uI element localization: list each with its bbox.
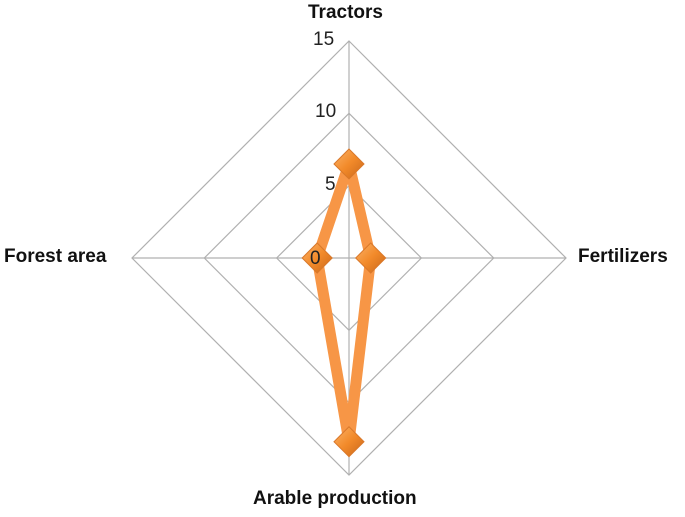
tick-label-5: 5 — [325, 174, 336, 195]
axis-label-forest-area: Forest area — [4, 246, 107, 267]
tick-label-10: 10 — [315, 101, 337, 122]
axis-label-fertilizers: Fertilizers — [578, 246, 668, 267]
data-point-marker — [333, 148, 365, 180]
axis-label-arable-production: Arable production — [253, 488, 417, 509]
axis-label-tractors: Tractors — [308, 2, 383, 23]
series-line — [311, 158, 377, 448]
tick-label-0: 0 — [310, 248, 321, 269]
data-point-marker — [301, 242, 333, 274]
data-point-marker — [333, 426, 365, 458]
tick-label-15: 15 — [313, 29, 335, 50]
data-point-marker — [354, 242, 387, 274]
